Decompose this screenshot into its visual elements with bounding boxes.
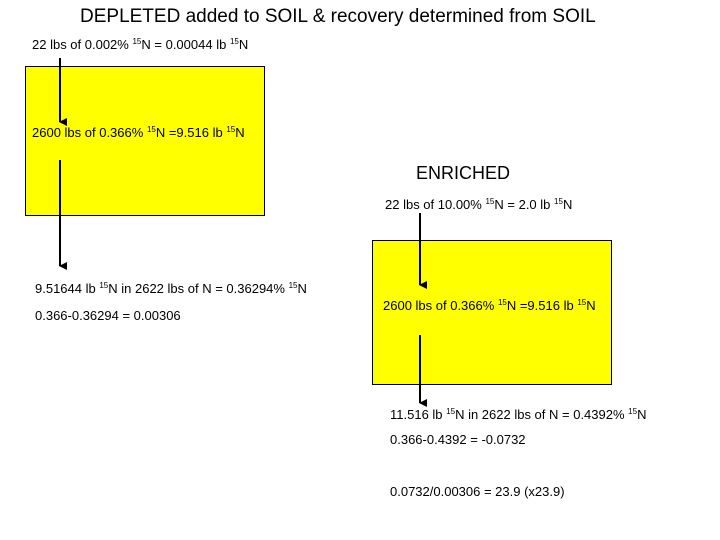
enriched-result-label: 11.516 lb 15N in 2622 lbs of N = 0.4392%… [390, 407, 647, 422]
enriched-soil-box [372, 240, 612, 385]
depleted-soil-label: 2600 lbs of 0.366% 15N =9.516 lb 15N [32, 125, 245, 140]
depleted-input-label: 22 lbs of 0.002% 15N = 0.00044 lb 15N [32, 37, 249, 52]
enriched-input-label: 22 lbs of 10.00% 15N = 2.0 lb 15N [385, 197, 573, 212]
enriched-difference: 0.366-0.4392 = -0.0732 [390, 432, 526, 447]
depleted-difference: 0.366-0.36294 = 0.00306 [35, 308, 181, 323]
enriched-heading: ENRICHED [416, 163, 511, 183]
enriched-soil-label: 2600 lbs of 0.366% 15N =9.516 lb 15N [383, 298, 596, 313]
page-title: DEPLETED added to SOIL & recovery determ… [80, 6, 596, 27]
enrichment-ratio: 0.0732/0.00306 = 23.9 (x23.9) [390, 484, 565, 499]
depleted-result-label: 9.51644 lb 15N in 2622 lbs of N = 0.3629… [35, 281, 307, 296]
depleted-soil-box [25, 66, 265, 216]
